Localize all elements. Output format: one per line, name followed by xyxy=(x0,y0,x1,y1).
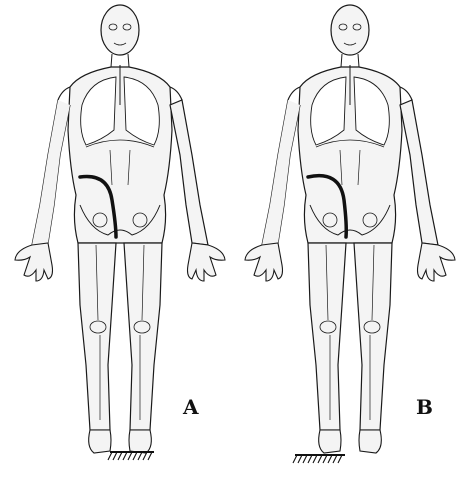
ground-hatch-a xyxy=(108,452,154,460)
figure-b xyxy=(245,5,455,453)
panel-label-a: A xyxy=(183,397,199,417)
figure-a xyxy=(15,5,225,453)
ground-hatch-b xyxy=(293,455,345,463)
panel-label-b: B xyxy=(416,397,433,417)
